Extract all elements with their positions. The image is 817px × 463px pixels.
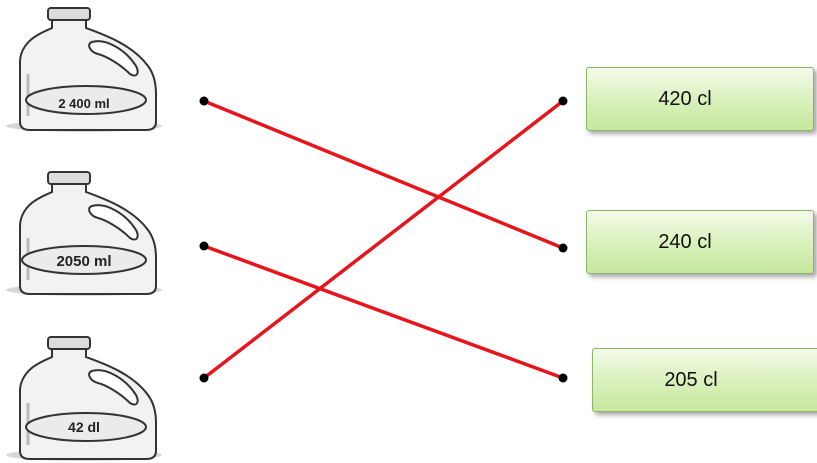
bottle-item-2[interactable]: 2050 ml — [2, 168, 162, 298]
bottle-item-1[interactable]: 2 400 ml — [2, 4, 162, 134]
answer-box-1[interactable]: 420 cl — [586, 67, 814, 131]
right-connector-dot-1[interactable] — [558, 96, 568, 106]
answer-label: 205 cl — [664, 368, 718, 391]
answer-box-2[interactable]: 240 cl — [586, 210, 814, 274]
connection-line-1[interactable] — [202, 99, 565, 250]
bottle-item-3[interactable]: 42 dl — [2, 333, 162, 463]
answer-box-3[interactable]: 205 cl — [592, 348, 817, 412]
bottle-label: 42 dl — [68, 419, 100, 435]
bottle-icon — [6, 336, 162, 461]
bottle-icon — [6, 7, 162, 132]
bottle-icon — [6, 171, 162, 296]
left-connector-dot-3[interactable] — [199, 373, 209, 383]
right-connector-dot-2[interactable] — [558, 243, 568, 253]
connection-line-2[interactable] — [202, 244, 565, 380]
answer-label: 240 cl — [658, 230, 712, 253]
left-connector-dot-2[interactable] — [199, 241, 209, 251]
connection-line-3[interactable] — [202, 99, 565, 380]
left-connector-dot-1[interactable] — [199, 96, 209, 106]
bottle-label: 2 400 ml — [58, 96, 110, 111]
right-connector-dot-3[interactable] — [558, 373, 568, 383]
answer-label: 420 cl — [658, 87, 712, 110]
bottle-label: 2050 ml — [56, 253, 112, 270]
